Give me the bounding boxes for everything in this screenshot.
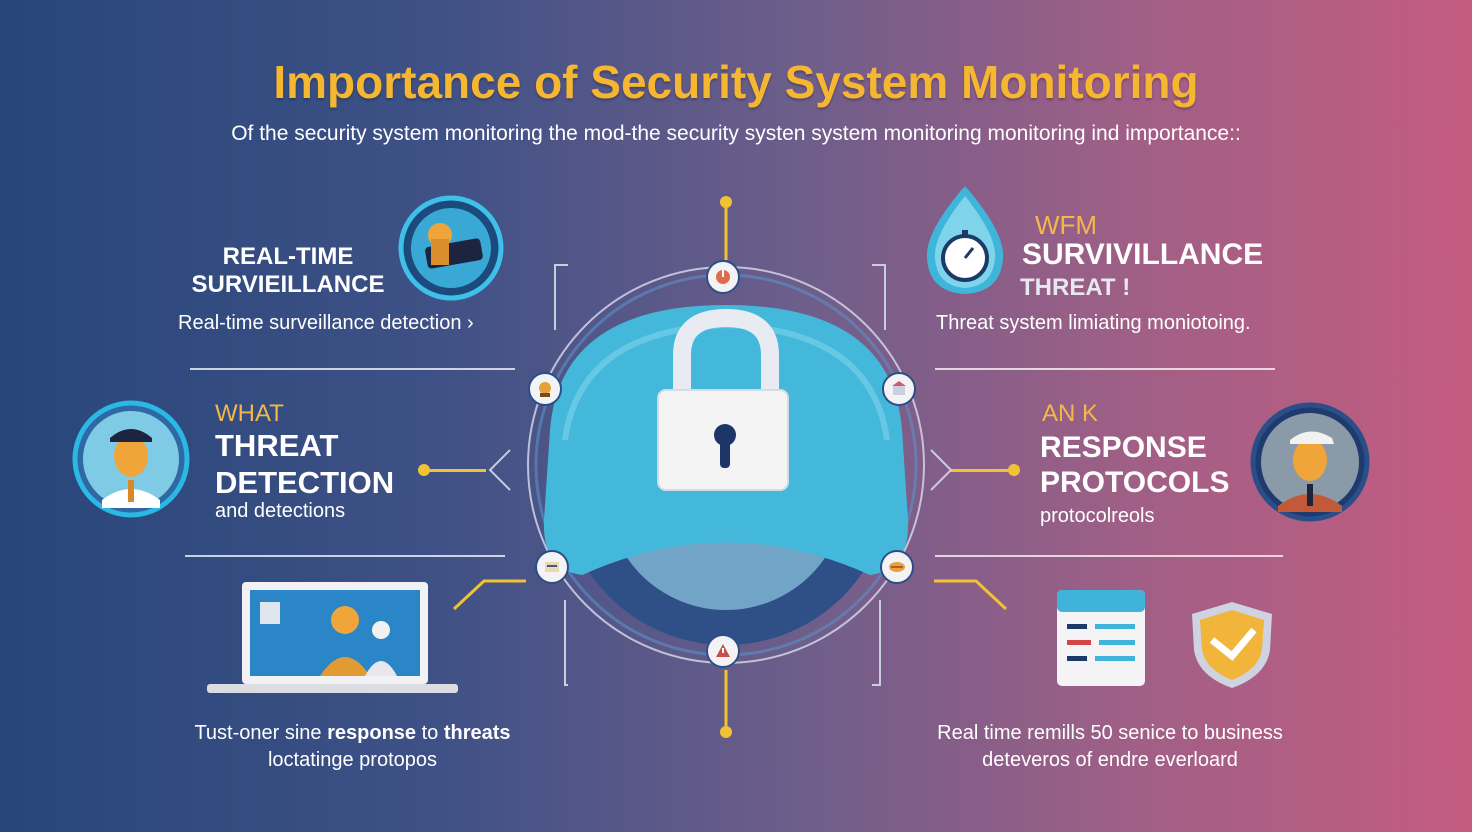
right-middle-kicker: AN K xyxy=(1042,400,1099,427)
left-middle-description: and detections xyxy=(215,500,346,522)
warning-node-icon xyxy=(706,634,740,668)
left-top-heading-line1: REAL-TIME xyxy=(222,243,354,270)
cctv-camera-icon xyxy=(398,195,504,301)
divider-right-bottom xyxy=(935,555,1283,557)
left-bottom-text: Tust-oner sine response to threats locta… xyxy=(150,720,555,774)
checklist-icon xyxy=(1057,590,1145,686)
right-top-description: Threat system limiating moniotoing. xyxy=(936,312,1251,334)
left-bottom-line1-mid: to xyxy=(416,722,444,744)
bracket-bottom-left xyxy=(564,600,568,686)
right-chevron-icon xyxy=(930,449,953,491)
right-middle-heading-line1: RESPONSE xyxy=(1040,431,1207,464)
left-bottom-line1-bold1: response xyxy=(327,722,417,744)
guard-node-icon xyxy=(528,372,562,406)
bottom-connector-dot xyxy=(720,726,732,738)
divider-right-top xyxy=(935,368,1275,370)
document-node-icon xyxy=(535,550,569,584)
left-chevron-icon xyxy=(488,449,511,491)
shield-icon xyxy=(1192,602,1272,688)
divider-left-bottom xyxy=(185,555,505,557)
right-top-heading-line2: THREAT ! xyxy=(1020,274,1131,301)
left-connector-line xyxy=(428,469,486,472)
right-middle-heading: RESPONSE PROTOCOLS xyxy=(1040,430,1229,500)
left-top-heading-line2: SURVIEILLANCE xyxy=(191,271,385,298)
left-bottom-line1: Tust-oner sine response to threats xyxy=(150,720,555,747)
right-connector-line xyxy=(950,469,1012,472)
badge-node-icon xyxy=(880,550,914,584)
top-connector-dot xyxy=(720,196,732,208)
left-connector-dot xyxy=(418,464,430,476)
right-top-heading-line1: SURVIVILLANCE xyxy=(1022,238,1264,271)
lock-keyhole-top xyxy=(714,424,736,446)
left-bottom-line1-prefix: Tust-oner sine xyxy=(194,722,328,744)
right-middle-heading-line2: PROTOCOLS xyxy=(1040,466,1230,499)
laptop-monitoring-icon xyxy=(207,582,458,693)
stopwatch-drop-icon xyxy=(926,186,1004,294)
left-bottom-line1-bold2: threats xyxy=(443,722,511,744)
right-bottom-text: Real time remills 50 senice to business … xyxy=(905,720,1315,774)
left-top-heading: REAL-TIME SURVIEILLANCE xyxy=(188,243,388,299)
left-middle-heading: THREAT DETECTION xyxy=(215,427,394,501)
central-security-graphic xyxy=(527,196,925,738)
building-node-icon xyxy=(882,372,916,406)
right-bottom-line1: Real time remills 50 senice to business xyxy=(937,722,1283,744)
lock-keyhole-slot xyxy=(720,440,730,468)
alarm-node-icon xyxy=(706,260,740,294)
left-bottom-line2: loctatinge protopos xyxy=(267,749,437,771)
right-connector-dot xyxy=(1008,464,1020,476)
right-top-kicker: WFM xyxy=(1035,210,1098,240)
left-middle-kicker: WHAT xyxy=(215,400,284,427)
bracket-top-left xyxy=(554,264,568,330)
left-top-description: Real-time surveillance detection › xyxy=(178,312,474,334)
right-bottom-connector xyxy=(934,579,1008,611)
left-middle-heading-line2: DETECTION xyxy=(215,465,395,500)
lock-shackle xyxy=(673,308,779,395)
page-subtitle: Of the security system monitoring the mo… xyxy=(231,122,1241,145)
guard-avatar-icon xyxy=(72,400,190,518)
bracket-bottom-right xyxy=(872,600,881,686)
officer-avatar-icon xyxy=(1250,402,1370,522)
page-title: Importance of Security System Monitoring xyxy=(273,56,1199,108)
right-middle-description: protocolreols xyxy=(1040,505,1155,527)
divider-left-top xyxy=(190,368,515,370)
bracket-top-right xyxy=(872,264,886,330)
right-bottom-line2: deteveros of endre everloard xyxy=(982,749,1238,771)
left-bottom-connector xyxy=(452,579,526,611)
left-middle-heading-line1: THREAT xyxy=(215,428,339,463)
